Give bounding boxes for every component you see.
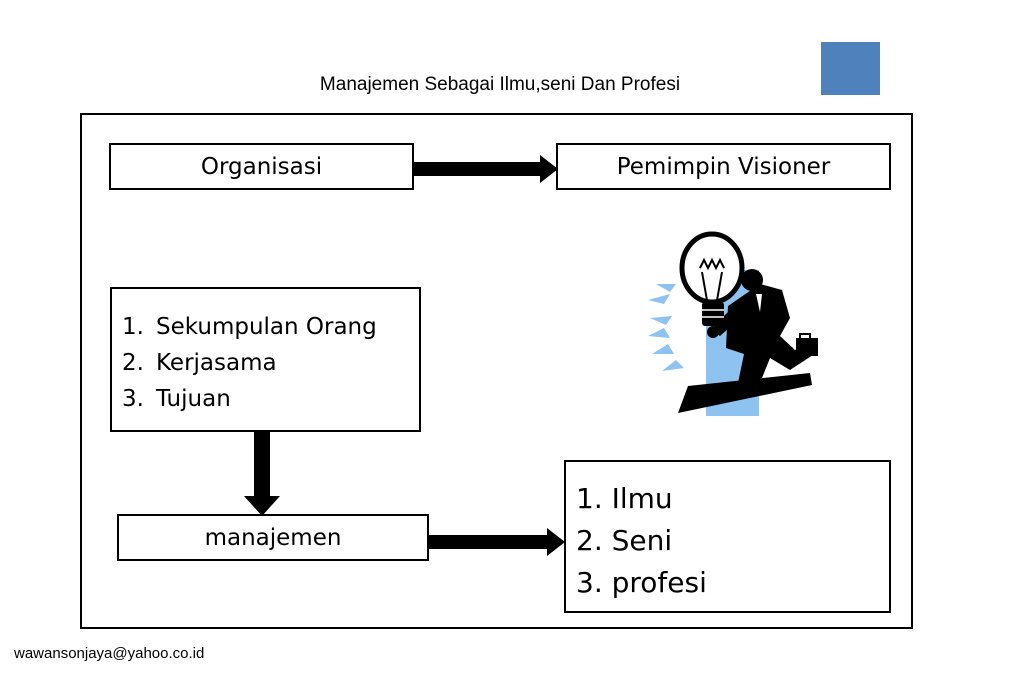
elements-box: 1.Sekumpulan Orang 2.Kerjasama 3.Tujuan [110,287,421,432]
arrow-organisasi-to-pemimpin [414,155,558,183]
diagram-frame [80,113,913,629]
pemimpin-visioner-box: Pemimpin Visioner [556,143,891,190]
organisasi-label: Organisasi [200,153,323,180]
list-item: 1. Ilmu [576,482,673,515]
list-item: 2. Seni [576,524,673,557]
arrow-manajemen-to-outcomes [429,528,565,556]
lightbulb-businessman-icon [648,231,818,416]
pemimpin-visioner-label: Pemimpin Visioner [616,153,831,180]
list-item: 3. profesi [576,566,707,599]
organisasi-box: Organisasi [109,143,414,190]
arrow-elements-to-manajemen [244,432,280,516]
slide-title: Manajemen Sebagai Ilmu,seni Dan Profesi [319,74,681,95]
outcomes-box: 1. Ilmu 2. Seni 3. profesi [564,460,891,613]
accent-square [821,42,880,95]
elements-list: 1.Sekumpulan Orang 2.Kerjasama 3.Tujuan [122,309,419,417]
outcomes-list: 1. Ilmu 2. Seni 3. profesi [576,478,889,604]
footer-email: wawansonjaya@yahoo.co.id [14,645,205,662]
list-item: 1.Sekumpulan Orang [122,314,377,340]
manajemen-label: manajemen [204,524,342,551]
manajemen-box: manajemen [117,514,429,561]
list-item: 2.Kerjasama [122,350,277,376]
list-item: 3.Tujuan [122,386,231,412]
